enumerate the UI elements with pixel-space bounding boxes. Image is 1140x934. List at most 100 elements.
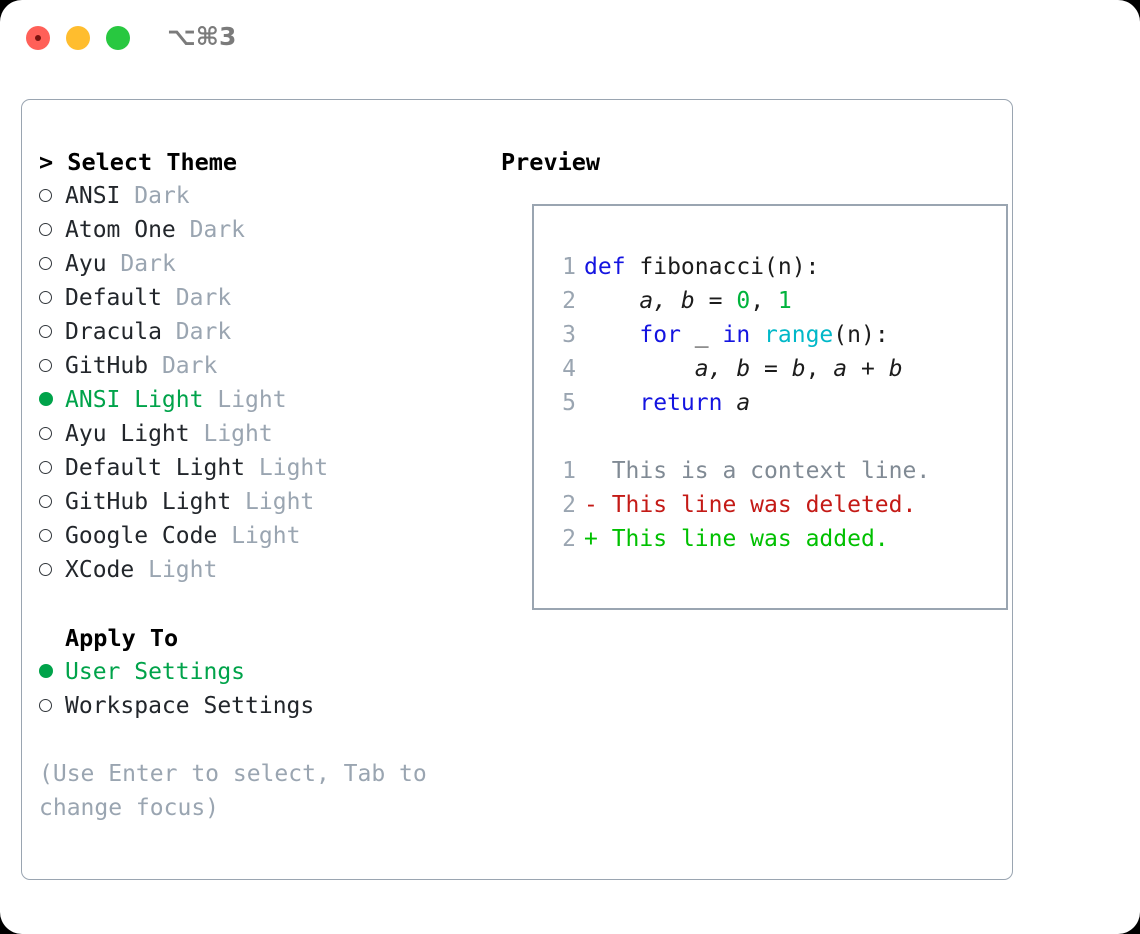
- diff-lines: 1 This is a context line.2- This line wa…: [552, 454, 1000, 556]
- theme-category: Light: [148, 557, 218, 583]
- title-bar: ⌥⌘3: [0, 0, 1140, 78]
- radio-unselected-icon[interactable]: [39, 519, 65, 553]
- radio-dot: [39, 495, 52, 508]
- close-window-button[interactable]: [26, 26, 50, 50]
- radio-unselected-icon[interactable]: [39, 281, 65, 315]
- code-token: =: [694, 288, 737, 314]
- code-token: [750, 322, 764, 348]
- hint-spacer: [39, 723, 489, 757]
- code-token: def: [584, 254, 626, 280]
- theme-list-item[interactable]: Google Code Light: [39, 519, 489, 553]
- theme-name: GitHub Light: [65, 489, 232, 515]
- apply-to-label: Workspace Settings: [65, 693, 315, 719]
- radio-unselected-icon[interactable]: [39, 689, 65, 723]
- radio-unselected-icon[interactable]: [39, 315, 65, 349]
- theme-category: Dark: [161, 353, 218, 379]
- theme-list-item[interactable]: ANSI Dark: [39, 179, 489, 213]
- theme-category: Dark: [175, 285, 232, 311]
- apply-to-item[interactable]: User Settings: [39, 655, 489, 689]
- code-token: (n):: [833, 322, 889, 348]
- code-token: b: [791, 356, 806, 382]
- radio-unselected-icon[interactable]: [39, 417, 65, 451]
- radio-selected-icon[interactable]: [39, 655, 65, 689]
- theme-list-item[interactable]: Default Dark: [39, 281, 489, 315]
- theme-list-item[interactable]: XCode Light: [39, 553, 489, 587]
- radio-dot: [39, 427, 52, 440]
- code-token: [584, 390, 639, 416]
- line-number: 4: [562, 356, 576, 382]
- diff-marker: [584, 458, 612, 484]
- radio-dot: [39, 223, 52, 236]
- line-number: 2: [562, 288, 576, 314]
- keyboard-shortcut-label: ⌥⌘3: [167, 22, 237, 51]
- radio-dot: [39, 529, 52, 542]
- theme-list-item[interactable]: Ayu Light Light: [39, 417, 489, 451]
- theme-list-item[interactable]: Atom One Dark: [39, 213, 489, 247]
- theme-list-item[interactable]: Ayu Dark: [39, 247, 489, 281]
- radio-dot: [39, 664, 53, 678]
- theme-name: Google Code: [65, 523, 218, 549]
- code-token: a, b: [639, 288, 695, 314]
- maximize-window-button[interactable]: [106, 26, 130, 50]
- theme-category: Light: [258, 455, 329, 481]
- code-token: 1: [777, 288, 792, 314]
- code-token: return: [639, 390, 723, 416]
- theme-category: Light: [245, 489, 315, 515]
- radio-unselected-icon[interactable]: [39, 485, 65, 519]
- theme-category: Dark: [120, 251, 176, 277]
- diff-line: 2- This line was deleted.: [552, 488, 1000, 522]
- code-token: [584, 288, 639, 314]
- radio-selected-icon[interactable]: [39, 383, 65, 417]
- code-token: +: [847, 356, 889, 382]
- theme-list-item[interactable]: Dracula Dark: [39, 315, 489, 349]
- code-token: a, b: [694, 356, 751, 382]
- code-token: [722, 390, 736, 416]
- theme-name: Dracula: [65, 319, 162, 345]
- theme-category: Dark: [189, 217, 246, 243]
- diff-text: This is a context line.: [611, 458, 931, 484]
- theme-list-item[interactable]: GitHub Dark: [39, 349, 489, 383]
- code-token: in: [722, 322, 751, 348]
- theme-name: ANSI Light: [65, 387, 204, 413]
- theme-name: Default: [65, 285, 162, 311]
- code-token: ,: [750, 288, 778, 314]
- minimize-window-button[interactable]: [66, 26, 90, 50]
- theme-list-item[interactable]: ANSI Light Light: [39, 383, 489, 417]
- code-line: 2 a, b = 0, 1: [552, 284, 1000, 318]
- code-token: b: [888, 356, 903, 382]
- radio-unselected-icon[interactable]: [39, 213, 65, 247]
- diff-text: This line was added.: [611, 526, 889, 552]
- theme-name: Ayu Light: [65, 421, 190, 447]
- diff-text: This line was deleted.: [611, 492, 917, 518]
- line-number: 5: [562, 390, 576, 416]
- line-number: 2: [562, 526, 576, 552]
- code-token: for: [639, 322, 681, 348]
- radio-unselected-icon[interactable]: [39, 247, 65, 281]
- theme-list-item[interactable]: GitHub Light Light: [39, 485, 489, 519]
- theme-category: Light: [231, 523, 301, 549]
- theme-list-item[interactable]: Default Light Light: [39, 451, 489, 485]
- apply-to-item[interactable]: Workspace Settings: [39, 689, 489, 723]
- code-token: 0: [736, 288, 751, 314]
- code-line: 5 return a: [552, 386, 1000, 420]
- radio-unselected-icon[interactable]: [39, 349, 65, 383]
- radio-unselected-icon[interactable]: [39, 451, 65, 485]
- apply-to-header: Apply To: [65, 624, 179, 652]
- theme-category: Light: [203, 421, 273, 447]
- diff-marker: +: [584, 526, 612, 552]
- diff-line: 2 + This line was added.: [552, 522, 1000, 556]
- radio-dot: [39, 189, 52, 202]
- code-token: _: [680, 322, 723, 348]
- radio-unselected-icon[interactable]: [39, 179, 65, 213]
- list-spacer: [39, 587, 489, 621]
- radio-unselected-icon[interactable]: [39, 553, 65, 587]
- theme-category: Dark: [134, 183, 190, 209]
- line-number: 3: [562, 322, 576, 348]
